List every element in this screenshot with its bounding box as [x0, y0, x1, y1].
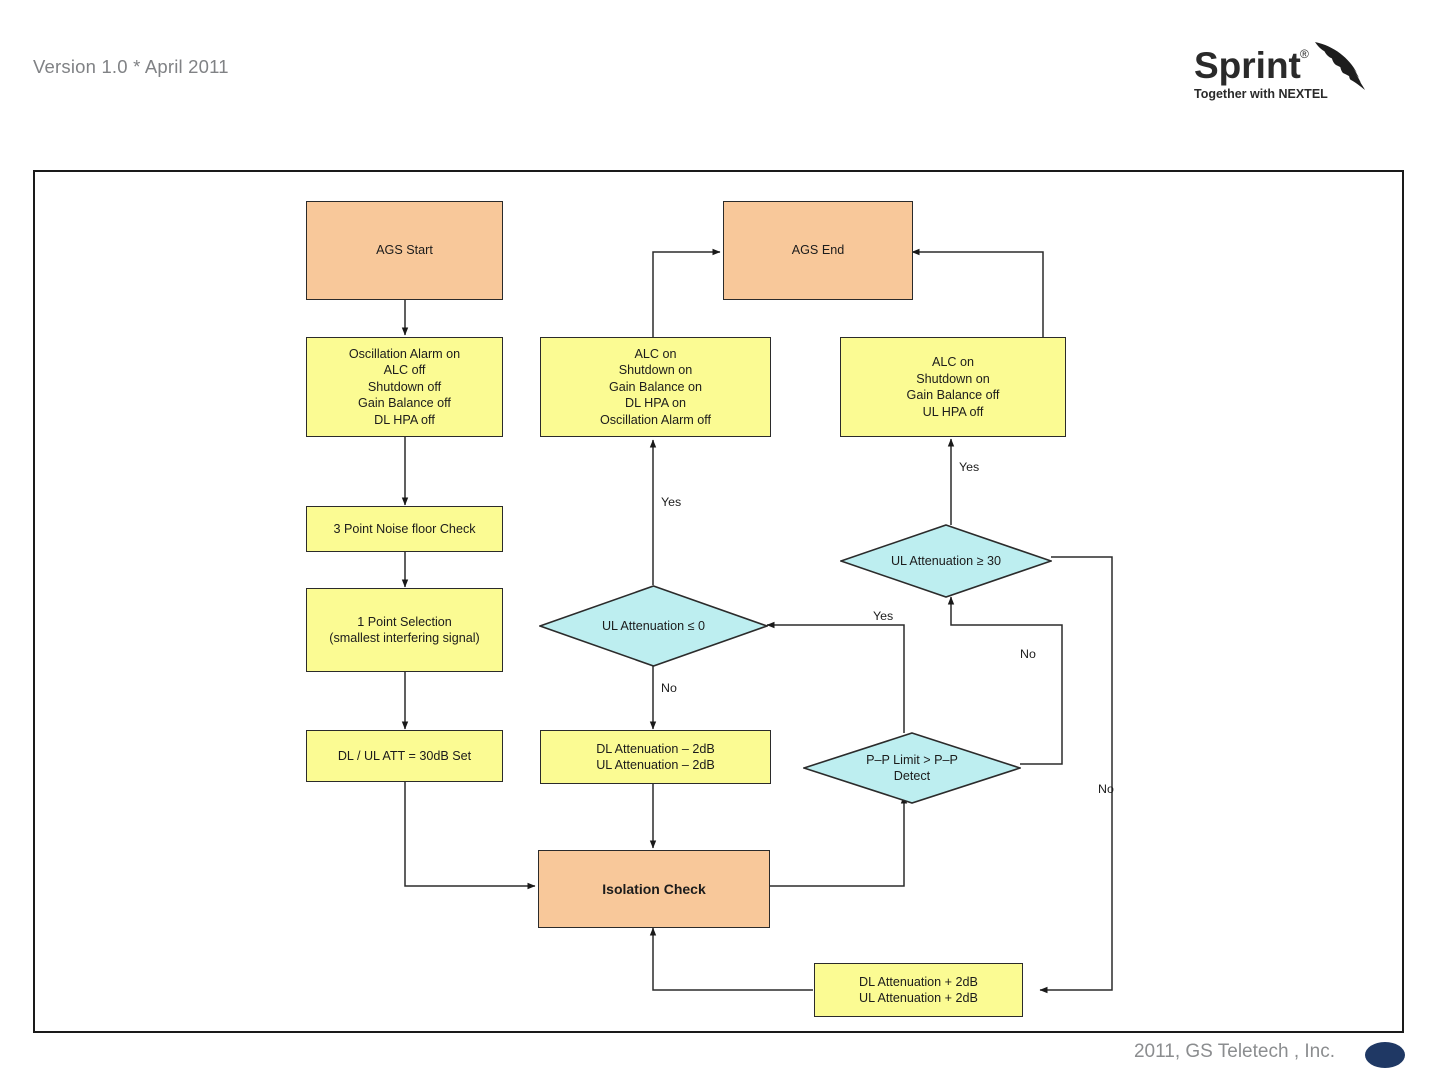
- node-ags-start[interactable]: AGS Start: [306, 201, 503, 300]
- flowchart: AGS Start Oscillation Alarm on ALC off S…: [35, 172, 1402, 1031]
- diagram-frame: AGS Start Oscillation Alarm on ALC off S…: [33, 170, 1404, 1033]
- node-att-30db-label: DL / UL ATT = 30dB Set: [337, 748, 472, 763]
- node-final-dl-state[interactable]: ALC on Shutdown on Gain Balance on DL HP…: [540, 337, 771, 437]
- node-decision-pp-limit-label: P–P Limit > P–P Detect: [866, 752, 958, 784]
- footer-copyright: 2011, GS Teletech , Inc.: [1133, 1041, 1335, 1062]
- edge-label-no-ul-att-ge-30: No: [1098, 782, 1114, 796]
- diamond-shape-icon: [539, 585, 768, 667]
- node-ags-end-label: AGS End: [791, 243, 845, 258]
- diamond-shape-icon: [840, 524, 1052, 598]
- node-final-ul-state[interactable]: ALC on Shutdown on Gain Balance off UL H…: [840, 337, 1066, 437]
- brand-wordmark-text: Sprint: [1194, 45, 1301, 86]
- node-init-state[interactable]: Oscillation Alarm on ALC off Shutdown of…: [306, 337, 503, 437]
- node-isolation-check-label: Isolation Check: [602, 880, 706, 897]
- version-text: Version 1.0 * April 2011: [33, 56, 229, 77]
- node-ags-start-label: AGS Start: [376, 243, 433, 258]
- sprint-swoosh-icon: [1315, 42, 1365, 90]
- node-ags-end[interactable]: AGS End: [723, 201, 913, 300]
- node-final-ul-state-label: ALC on Shutdown on Gain Balance off UL H…: [906, 355, 1000, 419]
- svg-text:®: ®: [1300, 47, 1309, 61]
- flowchart-connectors: [401, 248, 1113, 994]
- edge-label-yes-pp-limit: Yes: [873, 609, 894, 623]
- node-att-minus-2db-label: DL Attenuation – 2dB UL Attenuation – 2d…: [596, 741, 715, 773]
- edge-label-no-ul-att-le-0: No: [661, 681, 677, 695]
- brand-tagline-text: Together with NEXTEL: [1194, 87, 1328, 101]
- node-decision-ul-att-ge-30[interactable]: UL Attenuation ≥ 30: [840, 524, 1052, 598]
- node-decision-ul-att-ge-30-label: UL Attenuation ≥ 30: [890, 553, 1002, 568]
- edge-label-no-pp-limit: No: [1020, 647, 1036, 661]
- node-point-selection[interactable]: 1 Point Selection (smallest interfering …: [306, 588, 503, 672]
- node-init-state-label: Oscillation Alarm on ALC off Shutdown of…: [348, 346, 461, 427]
- node-decision-ul-att-le-0-label: UL Attenuation ≤ 0: [601, 618, 706, 633]
- node-att-plus-2db[interactable]: DL Attenuation + 2dB UL Attenuation + 2d…: [814, 963, 1023, 1017]
- node-decision-pp-limit[interactable]: P–P Limit > P–P Detect: [803, 732, 1021, 804]
- node-isolation-check[interactable]: Isolation Check: [538, 850, 770, 928]
- node-final-dl-state-label: ALC on Shutdown on Gain Balance on DL HP…: [599, 346, 712, 427]
- node-noise-floor-check[interactable]: 3 Point Noise floor Check: [306, 506, 503, 552]
- footer-dot-icon: [1365, 1042, 1405, 1068]
- node-noise-floor-check-label: 3 Point Noise floor Check: [333, 521, 476, 536]
- edge-label-yes-ul-att-ge-30: Yes: [959, 460, 980, 474]
- node-point-selection-label: 1 Point Selection (smallest interfering …: [329, 614, 480, 646]
- node-att-30db[interactable]: DL / UL ATT = 30dB Set: [306, 730, 503, 782]
- diamond-shape-icon: [803, 732, 1021, 804]
- node-att-minus-2db[interactable]: DL Attenuation – 2dB UL Attenuation – 2d…: [540, 730, 771, 784]
- node-att-plus-2db-label: DL Attenuation + 2dB UL Attenuation + 2d…: [859, 974, 978, 1006]
- edge-label-yes-ul-att-le-0: Yes: [661, 495, 682, 509]
- sprint-logo: Sprint ® Together with NEXTEL: [1194, 38, 1394, 106]
- sprint-logo-svg: Sprint ® Together with NEXTEL: [1194, 42, 1365, 101]
- node-decision-ul-att-le-0[interactable]: UL Attenuation ≤ 0: [539, 585, 768, 667]
